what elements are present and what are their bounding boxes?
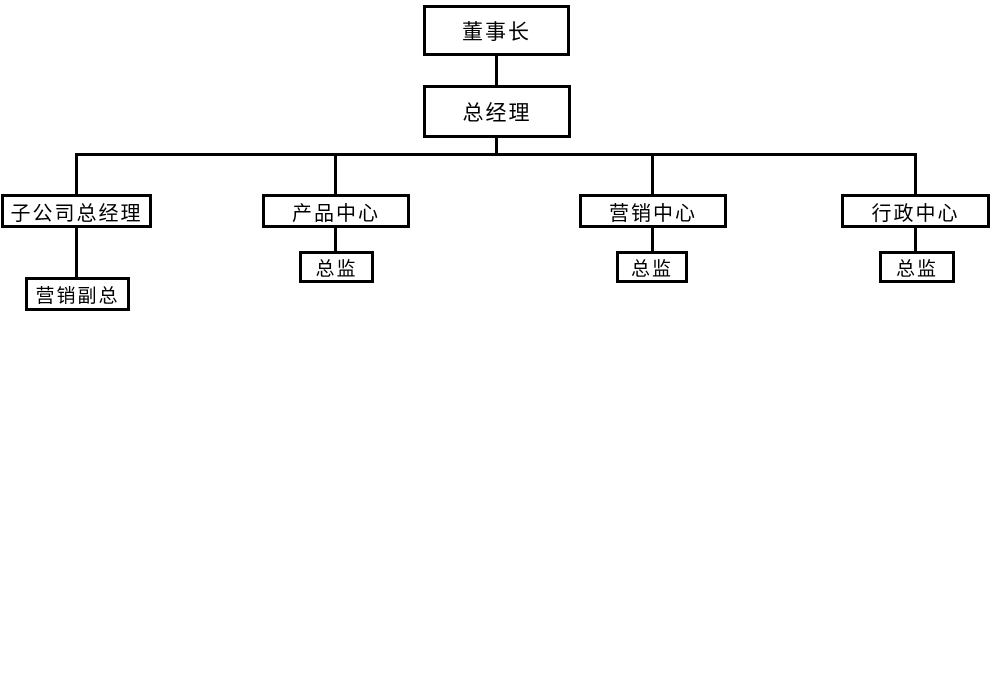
org-node-subsidiary-general-manager: 子公司总经理 <box>1 194 152 228</box>
connector-chairman-gm <box>495 56 498 85</box>
org-node-chairman: 董事长 <box>423 5 570 56</box>
connector-horizontal-bus <box>75 153 917 156</box>
connector-branch0-child0 <box>75 228 78 277</box>
connector-bus-branch0 <box>75 153 78 194</box>
connector-bus-branch3 <box>914 153 917 194</box>
connector-bus-branch2 <box>651 153 654 194</box>
connector-branch3-child3 <box>914 228 917 251</box>
connector-branch2-child2 <box>651 228 654 251</box>
org-node-product-director: 总监 <box>299 251 374 283</box>
connector-gm-bus <box>495 138 498 156</box>
connector-branch1-child1 <box>334 228 337 251</box>
connector-bus-branch1 <box>334 153 337 194</box>
org-node-admin-center: 行政中心 <box>841 194 990 228</box>
org-node-marketing-vice-president: 营销副总 <box>25 277 130 311</box>
org-node-admin-director: 总监 <box>879 251 955 283</box>
org-node-marketing-center: 营销中心 <box>579 194 727 228</box>
org-node-product-center: 产品中心 <box>262 194 410 228</box>
org-node-general-manager: 总经理 <box>423 85 571 138</box>
org-node-marketing-director: 总监 <box>616 251 688 283</box>
